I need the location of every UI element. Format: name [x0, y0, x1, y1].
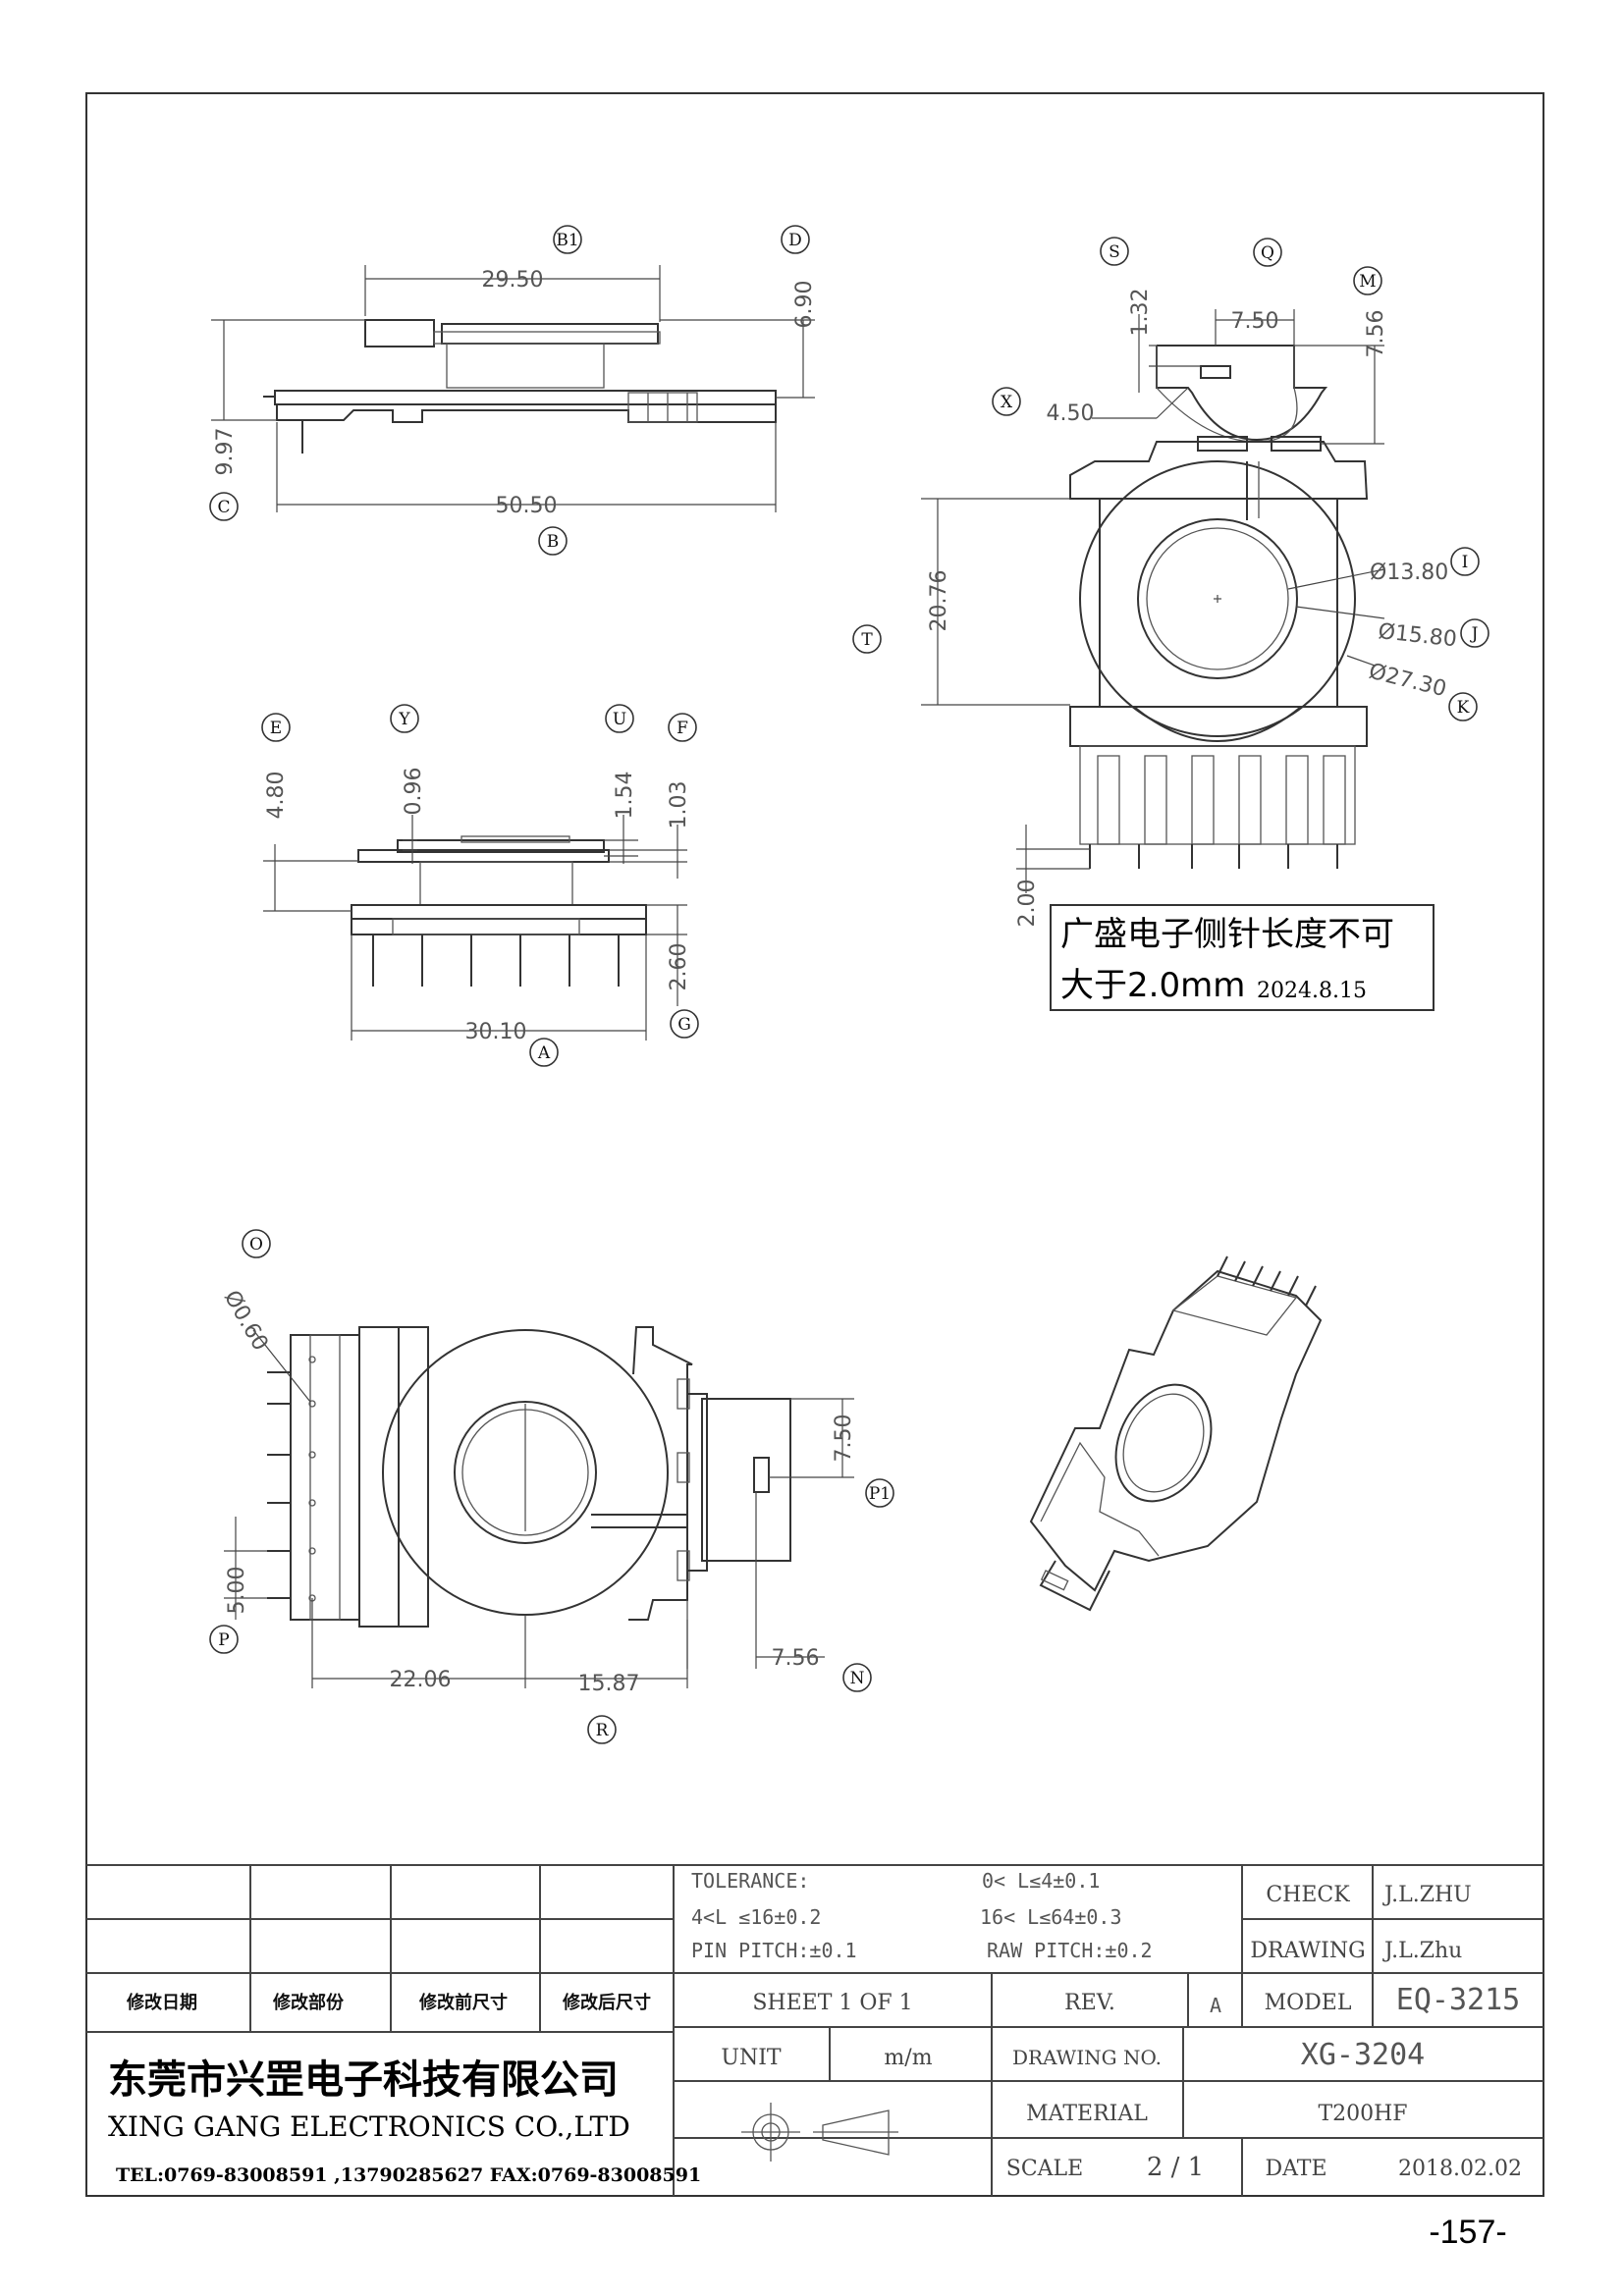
note-line1: 广盛电子侧针长度不可	[1060, 915, 1394, 954]
note-line2: 大于2.0mm	[1060, 966, 1245, 1005]
material-value: T200HF	[1318, 2102, 1407, 2126]
title-block: 修改日期 修改部份 修改前尺寸 修改后尺寸 TOLERANCE: 0< L≤4±…	[86, 1864, 1543, 2196]
date-label: DATE	[1265, 2157, 1326, 2181]
dim-b1-value: 29.50	[482, 268, 544, 293]
label-u: U	[613, 710, 626, 729]
dim-b-value: 50.50	[496, 494, 558, 518]
label-g: G	[677, 1015, 691, 1035]
unit-value: m/m	[884, 2046, 932, 2070]
dim-g-value: 2.60	[667, 943, 691, 991]
raw-pitch: RAW PITCH:±0.2	[987, 1939, 1153, 1962]
label-y: Y	[398, 710, 410, 729]
unit-label: UNIT	[721, 2046, 781, 2070]
dim-y-value: 0.96	[402, 768, 426, 816]
dim-x-value: 4.50	[1047, 401, 1095, 426]
drawing-value: J.L.Zhu	[1382, 1939, 1462, 1963]
model-value: EQ-3215	[1396, 1983, 1520, 2017]
label-k: K	[1457, 698, 1470, 718]
rev-value: A	[1210, 1994, 1221, 2017]
company-contact: TEL:0769-83008591 ,13790285627 FAX:0769-…	[116, 2164, 701, 2186]
note-date: 2024.8.15	[1257, 979, 1367, 1003]
dim-s-value: 1.32	[1128, 289, 1153, 337]
dim-k-value: Ø27.30	[1367, 660, 1449, 703]
company-name-en: XING GANG ELECTRONICS CO.,LTD	[108, 2110, 630, 2143]
front-view: 4.80 E 0.96 Y 1.54 U 1.03 F 2.60 G	[261, 704, 699, 1067]
label-c: C	[217, 498, 230, 517]
dim-r-value-right: 15.87	[578, 1672, 640, 1696]
rev-header-before: 修改前尺寸	[418, 1992, 508, 2013]
label-a: A	[537, 1043, 551, 1063]
dim-r-value-left: 22.06	[390, 1668, 452, 1692]
dim-p-value: 5.00	[225, 1567, 249, 1615]
side-view: 29.50 B1 6.90 D 9.97 C 50.50 B	[209, 225, 817, 556]
company-name-cn: 东莞市兴罡电子科技有限公司	[108, 2057, 619, 2103]
label-t: T	[861, 630, 873, 650]
label-f: F	[677, 719, 688, 738]
dim-pin-length-value: 2.00	[1015, 880, 1040, 928]
label-r: R	[596, 1721, 610, 1740]
label-d: D	[788, 231, 802, 250]
check-label: CHECK	[1266, 1883, 1350, 1907]
label-n: N	[850, 1669, 865, 1688]
dim-q-value: 7.50	[1231, 309, 1279, 334]
note-box	[1050, 904, 1435, 1011]
label-q: Q	[1261, 243, 1274, 263]
tolerance-range-1: 0< L≤4±0.1	[982, 1869, 1100, 1893]
material-label: MATERIAL	[1026, 2102, 1148, 2126]
rev-header-part: 修改部份	[272, 1992, 345, 2013]
tolerance-range-2: 4<L ≤16±0.2	[691, 1905, 821, 1929]
date-value: 2018.02.02	[1398, 2157, 1522, 2181]
dim-u-value: 1.54	[613, 772, 637, 820]
scale-value: 2 / 1	[1147, 2153, 1204, 2182]
tolerance-range-3: 16< L≤64±0.3	[980, 1905, 1122, 1929]
isometric-view	[1029, 1255, 1323, 1612]
dim-d-value: 6.90	[792, 281, 817, 329]
label-p: P	[218, 1630, 229, 1650]
bottom-view: Ø0.60 O 5.00 P 7.50 P1 7.56 N 22.06 15.8…	[209, 1229, 894, 1744]
dim-p1-value: 7.50	[832, 1415, 856, 1463]
label-b: B	[547, 532, 560, 552]
dim-f-value: 1.03	[667, 781, 691, 829]
drawing-no-label: DRAWING NO.	[1012, 2046, 1162, 2069]
dim-m-value: 7.56	[1364, 310, 1388, 358]
check-value: J.L.ZHU	[1382, 1883, 1472, 1907]
model-label: MODEL	[1265, 1991, 1352, 2015]
dim-c-value: 9.97	[213, 428, 238, 476]
scale-label: SCALE	[1006, 2157, 1083, 2181]
drawing-no-value: XG-3204	[1301, 2038, 1425, 2072]
pin-pitch: PIN PITCH:±0.1	[691, 1939, 857, 1962]
rev-header-date: 修改日期	[126, 1992, 197, 2013]
sheet-info: SHEET 1 OF 1	[752, 1991, 912, 2015]
page-number: -157-	[1429, 2214, 1506, 2251]
label-i: I	[1462, 553, 1469, 572]
dim-n-value: 7.56	[772, 1646, 820, 1671]
label-x: X	[1001, 393, 1013, 412]
sheet-border	[85, 92, 1544, 2197]
projection-symbol-icon	[741, 2103, 898, 2162]
dim-t-value: 20.76	[927, 570, 951, 632]
label-o: O	[249, 1235, 263, 1255]
rev-header-after: 修改后尺寸	[562, 1992, 651, 2013]
dim-j-value: Ø15.80	[1377, 619, 1457, 652]
label-p1: P1	[869, 1484, 891, 1504]
dim-i-value: Ø13.80	[1370, 561, 1448, 585]
label-j: J	[1470, 624, 1479, 644]
label-s: S	[1109, 242, 1120, 262]
dim-o-value: Ø0.60	[219, 1287, 273, 1356]
dim-e-value: 4.80	[264, 772, 289, 820]
drawing-label: DRAWING	[1250, 1939, 1365, 1963]
tolerance-title: TOLERANCE:	[691, 1869, 809, 1893]
dim-a-value: 30.10	[465, 1020, 527, 1044]
rev-label: REV.	[1064, 1991, 1115, 2015]
label-b1: B1	[556, 231, 578, 250]
label-m: M	[1359, 272, 1376, 292]
label-e: E	[270, 719, 282, 738]
top-view: 1.32 S 7.50 Q 7.56 M 4.50 X 20.76 T Ø13.…	[852, 237, 1489, 1011]
